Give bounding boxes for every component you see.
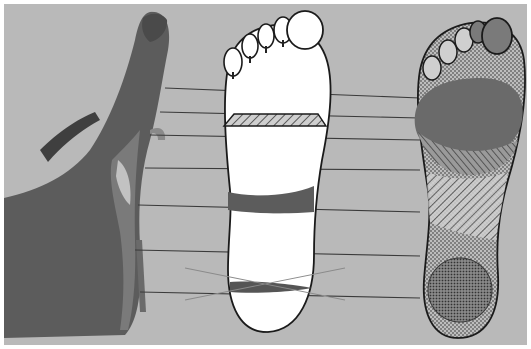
toe-outline-4 [242, 34, 258, 58]
toe-outline-3 [258, 24, 274, 48]
pressure-toe-4 [439, 40, 457, 64]
pressure-toe-5 [423, 56, 441, 80]
toe-outline-5 [224, 48, 242, 76]
pressure-toe-big [482, 18, 512, 54]
heel-pressure-zone [428, 258, 492, 322]
toe-outline-big [287, 11, 323, 49]
forefoot-section [224, 114, 326, 126]
